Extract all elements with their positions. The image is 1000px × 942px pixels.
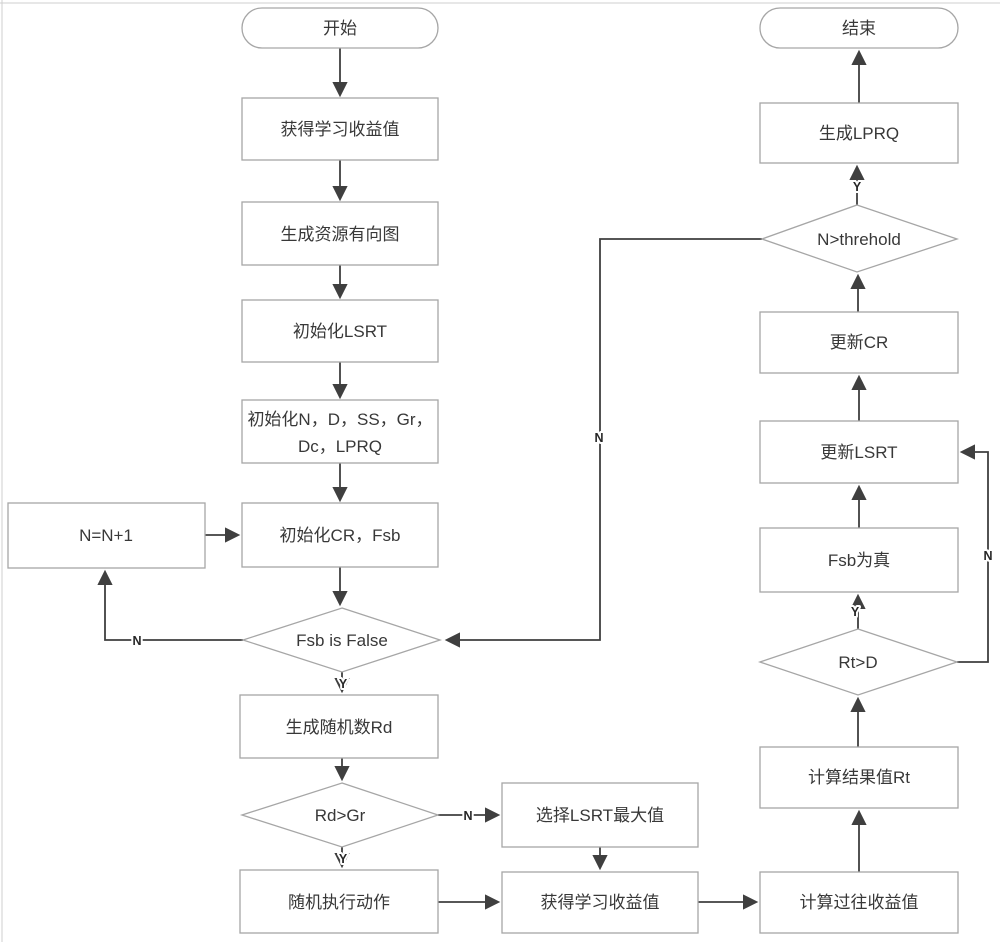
rd-diamond-shape — [239, 782, 441, 848]
rt-diamond-label: Rt>D — [838, 653, 877, 672]
get-benefit-1-shape — [241, 97, 439, 161]
node-calc-result-rt: 计算结果值Rt — [759, 746, 959, 809]
gen-digraph-shape — [241, 201, 439, 266]
calc-result-rt-shape — [759, 746, 959, 809]
select-lsrt-max-shape — [501, 782, 699, 848]
edge-label-rt-yes: Y — [851, 605, 860, 619]
edge-label-rt-no: N — [983, 549, 992, 563]
start-label: 开始 — [323, 19, 357, 38]
random-action-shape — [239, 869, 439, 934]
node-select-lsrt-max: 选择LSRT最大值 — [501, 782, 699, 848]
threshold-diamond-shape — [760, 204, 960, 273]
select-lsrt-max-label: 选择LSRT最大值 — [536, 806, 664, 825]
edge-label-threshold-no: N — [594, 431, 603, 445]
edge-rt-diamond-no-to-update-lsrt — [957, 444, 989, 663]
node-get-benefit-1: 获得学习收益值 — [241, 97, 439, 161]
node-rd-diamond: Rd>Gr — [239, 782, 441, 848]
get-benefit-1-label: 获得学习收益值 — [281, 120, 400, 139]
fsb-true-label: Fsb为真 — [828, 551, 890, 570]
update-cr-shape — [759, 311, 959, 374]
fsb-diamond-label: Fsb is False — [296, 631, 388, 650]
node-random-action: 随机执行动作 — [239, 869, 439, 934]
update-lsrt-label: 更新LSRT — [820, 443, 897, 462]
calc-past-benefit-shape — [759, 871, 959, 934]
calc-result-rt-label: 计算结果值Rt — [808, 768, 910, 787]
edge-label-rd-no: N — [463, 809, 472, 823]
gen-lprq-shape — [759, 102, 959, 164]
init-lsrt-shape — [241, 299, 439, 363]
init-lsrt-label: 初始化LSRT — [293, 322, 387, 341]
node-gen-random: 生成随机数Rd — [239, 694, 439, 759]
node-update-lsrt: 更新LSRT — [759, 420, 959, 484]
threshold-diamond-label: N>threhold — [817, 230, 901, 249]
node-get-benefit-2: 获得学习收益值 — [501, 871, 699, 934]
node-init-cr-fsb: 初始化CR，Fsb — [241, 502, 439, 568]
n-increment-shape — [7, 502, 206, 569]
node-fsb-true: Fsb为真 — [759, 527, 959, 593]
edge-label-fsb-no: N — [132, 634, 141, 648]
rt-diamond-shape — [757, 628, 960, 696]
gen-random-label: 生成随机数Rd — [286, 718, 393, 737]
node-n-increment: N=N+1 — [7, 502, 206, 569]
calc-past-benefit-label: 计算过往收益值 — [800, 893, 919, 912]
random-action-label: 随机执行动作 — [288, 893, 390, 912]
node-init-lsrt: 初始化LSRT — [241, 299, 439, 363]
n-increment-label: N=N+1 — [79, 526, 133, 545]
get-benefit-2-shape — [501, 871, 699, 934]
init-cr-fsb-shape — [241, 502, 439, 568]
node-rt-diamond: Rt>D — [757, 628, 960, 696]
node-init-vars: 初始化N，D，SS，Gr， Dc，LPRQ — [241, 399, 439, 464]
init-cr-fsb-label: 初始化CR，Fsb — [280, 526, 401, 545]
init-vars-shape — [241, 399, 439, 464]
gen-random-shape — [239, 694, 439, 759]
node-calc-past-benefit: 计算过往收益值 — [759, 871, 959, 934]
edge-label-rd-yes: Y — [339, 852, 348, 866]
gen-lprq-label: 生成LPRQ — [819, 124, 899, 143]
node-threshold-diamond: N>threhold — [760, 204, 960, 273]
node-update-cr: 更新CR — [759, 311, 959, 374]
update-lsrt-shape — [759, 420, 959, 484]
get-benefit-2-label: 获得学习收益值 — [541, 893, 660, 912]
end-label: 结束 — [842, 19, 876, 38]
gen-digraph-label: 生成资源有向图 — [281, 225, 400, 244]
fsb-diamond-shape — [240, 607, 443, 673]
update-cr-label: 更新CR — [830, 333, 889, 352]
edge-label-threshold-yes: Y — [853, 180, 862, 194]
init-vars-label-line2: Dc，LPRQ — [298, 437, 382, 456]
node-end: 结束 — [759, 7, 959, 49]
node-gen-lprq: 生成LPRQ — [759, 102, 959, 164]
node-start: 开始 — [241, 7, 439, 49]
node-fsb-diamond: Fsb is False — [240, 607, 443, 673]
start-terminator-shape — [241, 7, 439, 49]
node-gen-digraph: 生成资源有向图 — [241, 201, 439, 266]
rd-diamond-label: Rd>Gr — [315, 806, 366, 825]
init-vars-label-line1: 初始化N，D，SS，Gr， — [247, 410, 432, 429]
edge-fsb-diamond-no-to-n-increment — [97, 569, 243, 641]
edge-threshold-diamond-no-to-fsb-diamond — [444, 238, 762, 648]
fsb-true-shape — [759, 527, 959, 593]
end-terminator-shape — [759, 7, 959, 49]
edge-label-fsb-yes: Y — [339, 677, 348, 691]
